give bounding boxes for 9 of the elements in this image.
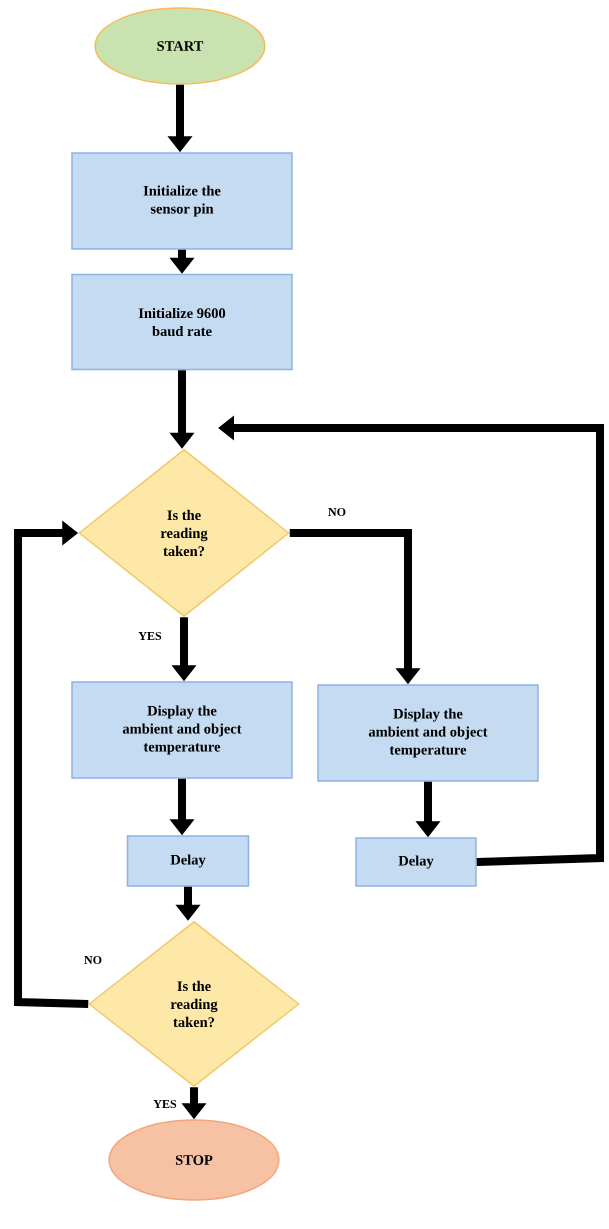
process-box: Initialize 9600 baud rate xyxy=(71,273,293,371)
process-box: Display the ambient and object temperature xyxy=(71,681,293,779)
edge-label: NO xyxy=(327,507,347,518)
edge-label: YES xyxy=(152,1099,178,1110)
edge-label: YES xyxy=(137,631,163,642)
process-box: Initialize the sensor pin xyxy=(71,152,293,250)
process-box: Delay xyxy=(126,835,250,887)
process-box: Delay xyxy=(355,837,477,887)
process-box: Display the ambient and object temperature xyxy=(317,684,539,782)
